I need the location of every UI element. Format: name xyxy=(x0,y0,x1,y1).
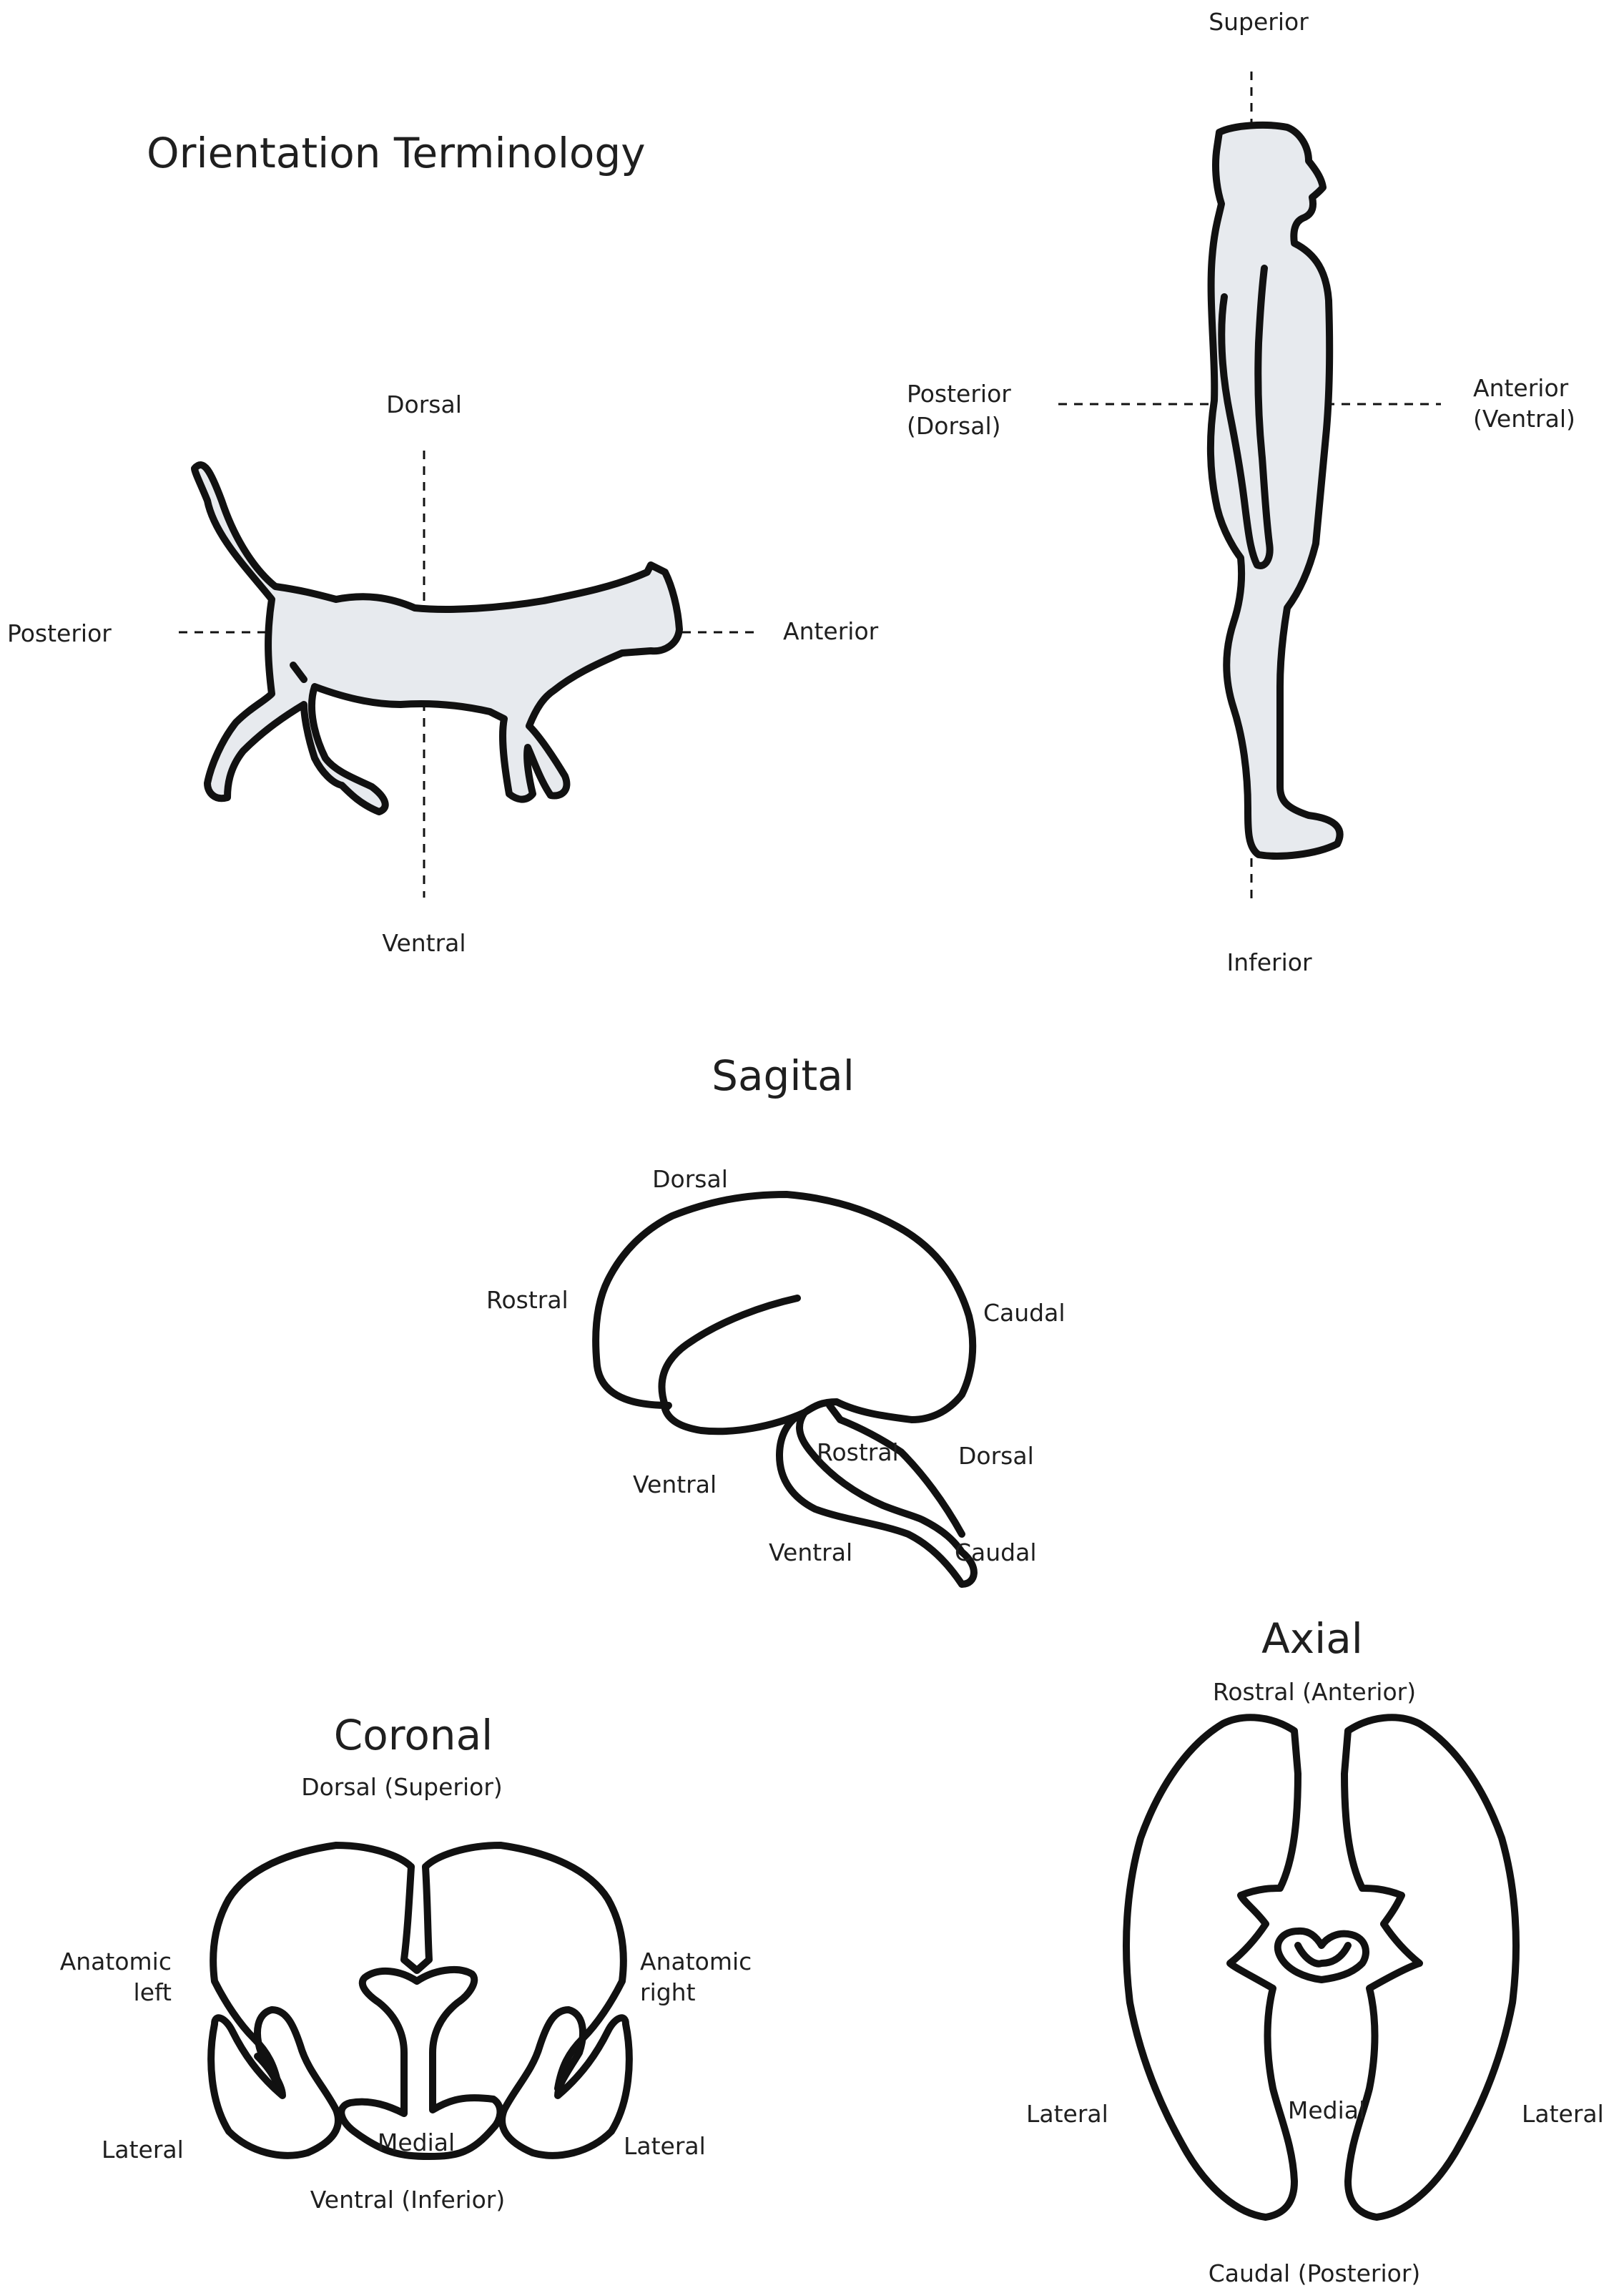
axial-title: Axial xyxy=(1261,1614,1363,1663)
cat-ventral-label: Ventral xyxy=(382,929,466,957)
page-title: Orientation Terminology xyxy=(147,129,646,177)
human-anterior-sub-label: (Ventral) xyxy=(1473,405,1575,433)
coronal-right-label-1: Anatomic xyxy=(640,1948,752,1975)
coronal-right-label-2: right xyxy=(640,1978,696,2006)
sagital-stem-ventral-label: Ventral xyxy=(769,1538,853,1566)
sagital-dorsal-label: Dorsal xyxy=(652,1165,728,1193)
coronal-ventral-label: Ventral (Inferior) xyxy=(310,2186,506,2214)
axial-slice xyxy=(1123,1714,1520,2221)
coronal-lateral-left-label: Lateral xyxy=(102,2136,184,2164)
cat-anterior-label: Anterior xyxy=(783,617,879,645)
axial-rostral-label: Rostral (Anterior) xyxy=(1212,1678,1417,1706)
coronal-lateral-right-label: Lateral xyxy=(624,2132,706,2160)
coronal-slice xyxy=(207,1842,633,2160)
sagital-stem-caudal-label: Caudal xyxy=(955,1538,1037,1566)
coronal-title: Coronal xyxy=(333,1711,493,1759)
coronal-left-label-2: left xyxy=(133,1978,172,2006)
sagital-ventral-label: Ventral xyxy=(633,1470,717,1498)
axial-caudal-label: Caudal (Posterior) xyxy=(1208,2259,1421,2287)
cat-illustration xyxy=(179,451,758,898)
sagital-stem-rostral-label: Rostral xyxy=(817,1438,899,1466)
human-posterior-label: Posterior xyxy=(907,380,1011,408)
axial-lateral-left-label: Lateral xyxy=(1026,2100,1108,2128)
human-posterior-sub-label: (Dorsal) xyxy=(907,412,1001,440)
human-superior-label: Superior xyxy=(1209,8,1309,36)
human-illustration xyxy=(1058,72,1441,905)
sagital-title: Sagital xyxy=(712,1051,855,1100)
sagital-caudal-label: Caudal xyxy=(983,1299,1066,1327)
human-inferior-label: Inferior xyxy=(1226,948,1312,976)
sagittal-brain xyxy=(592,1191,978,1588)
axial-lateral-right-label: Lateral xyxy=(1522,2100,1604,2128)
coronal-dorsal-label: Dorsal (Superior) xyxy=(301,1773,503,1801)
coronal-medial-label: Medial xyxy=(377,2128,456,2156)
coronal-left-label-1: Anatomic xyxy=(59,1948,172,1975)
sagital-stem-dorsal-label: Dorsal xyxy=(958,1442,1034,1470)
human-anterior-label: Anterior xyxy=(1473,374,1569,402)
sagital-rostral-label: Rostral xyxy=(486,1286,569,1314)
cat-dorsal-label: Dorsal xyxy=(386,391,462,418)
cat-posterior-label: Posterior xyxy=(7,619,112,647)
axial-medial-label: Medial xyxy=(1287,2096,1366,2124)
